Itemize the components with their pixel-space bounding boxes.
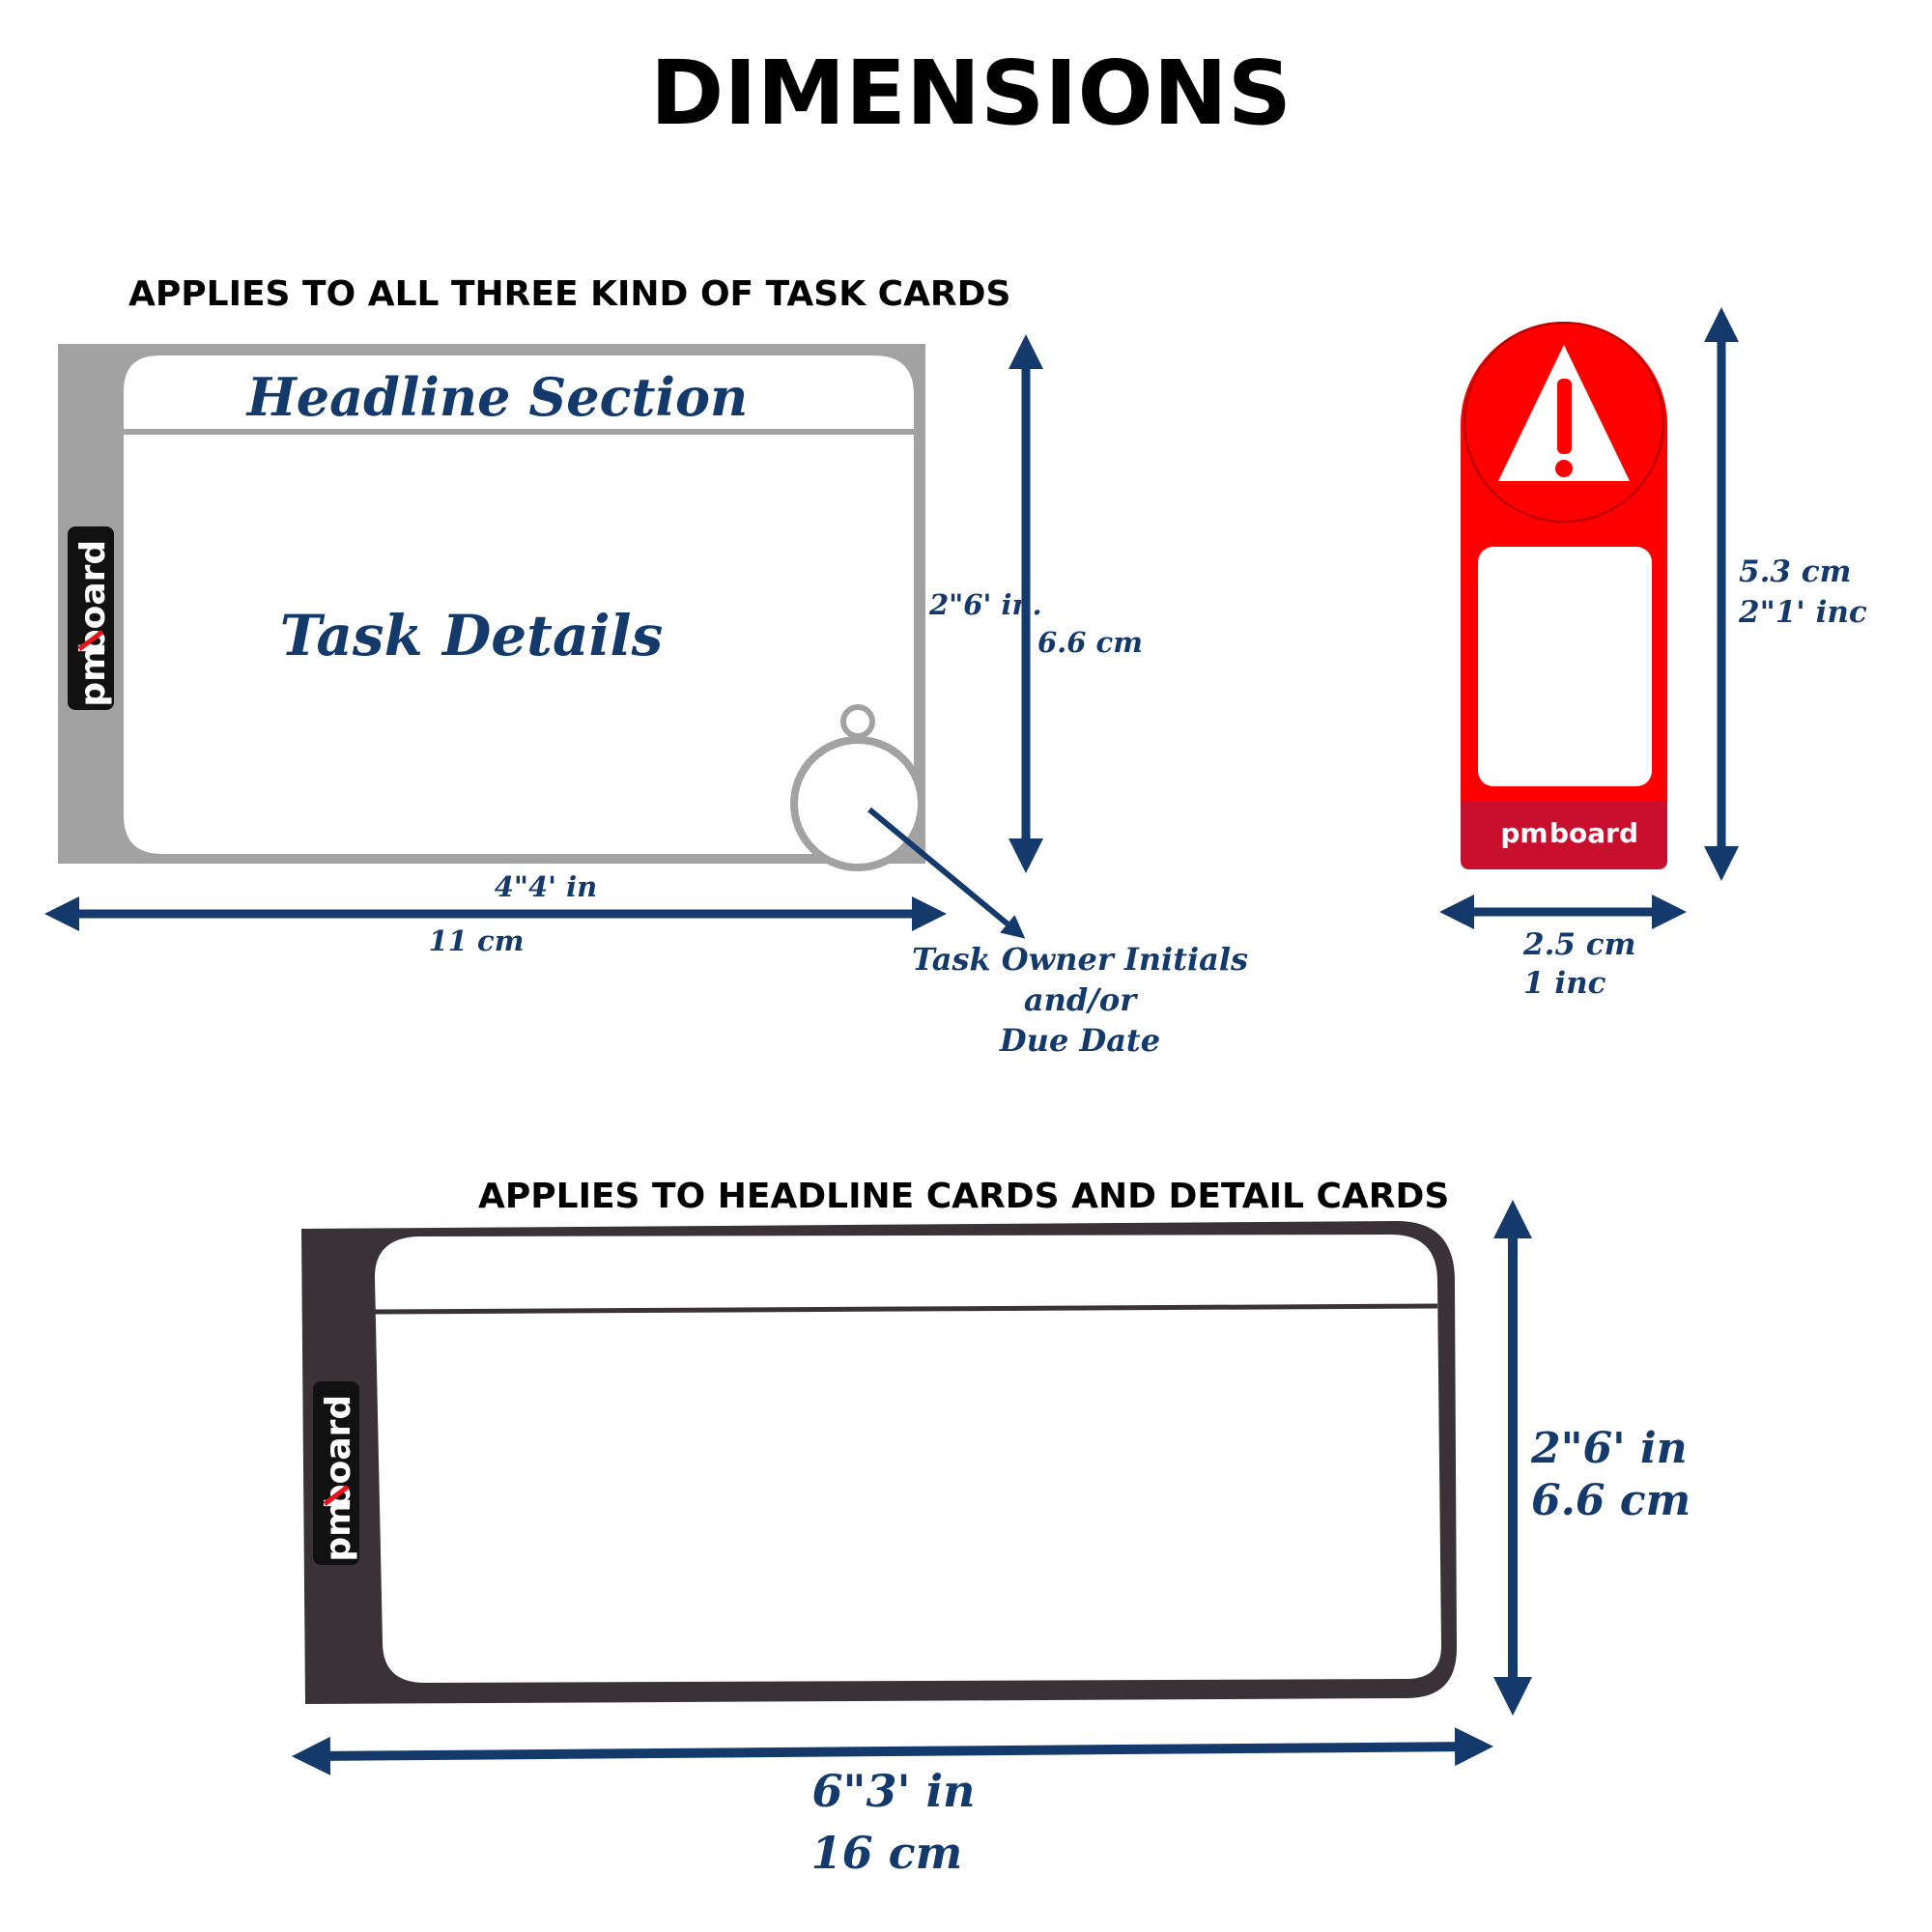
warning-card-height-in: 2"1' inc [1738,595,1867,630]
task-card-width-in: 4"4' in [495,870,598,903]
long-card-height-cm: 6.6 cm [1531,1476,1690,1525]
task-card-width-cm: 11 cm [429,924,525,957]
task-card-height-in: 2"6' in. [928,588,1042,621]
long-card-width-cm: 16 cm [811,1827,963,1879]
long-card-section: APPLIES TO HEADLINE CARDS AND DETAIL CAR… [292,1177,1690,1879]
long-card-brand-logo: pm board [313,1381,359,1565]
long-card-headline-divider [374,1303,1438,1315]
warning-card-width-cm: 2.5 cm [1522,927,1635,962]
long-card-height-in: 2"6' in [1530,1424,1688,1473]
task-card-height-cm: 6.6 cm [1037,626,1143,659]
owner-pointer-arrow [867,807,1026,939]
owner-label-line3: Due Date [999,1022,1160,1059]
warning-card-width-in: 1 inc [1523,966,1606,1001]
warning-card-cap-outline [1463,322,1664,523]
warning-brand-pm: pm [1500,817,1548,849]
warning-card: pm board [1461,322,1667,869]
owner-tag-ring [790,736,925,871]
long-card-face [375,1235,1441,1683]
warning-brand-board: board [1549,817,1638,849]
task-card-details-label: Task Details [280,603,664,668]
warning-triangle-icon [1498,345,1630,481]
page-title: DIMENSIONS [650,42,1292,145]
warning-card-height-cm: 5.3 cm [1739,554,1851,589]
long-brand-pm: pm [319,1500,358,1561]
task-card-headline-label: Headline Section [245,366,749,428]
warning-card-window [1478,547,1652,786]
task-card-section: APPLIES TO ALL THREE KIND OF TASK CARDS … [44,274,1248,1059]
warning-card-section: pm board 5.3 cm 2"1' inc 2.5 cm 1 inc [1439,307,1867,1001]
owner-label-line2: and/or [1024,981,1138,1018]
task-card-caption: APPLIES TO ALL THREE KIND OF TASK CARDS [128,274,1010,314]
brand-logo: pm board [68,526,114,710]
long-card-caption: APPLIES TO HEADLINE CARDS AND DETAIL CAR… [478,1177,1449,1216]
task-card-face [124,355,914,854]
owner-label-line1: Task Owner Initials [912,941,1248,978]
brand-pm: pm [73,645,113,706]
long-brand-board: board [319,1395,358,1509]
brand-board: board [73,540,113,654]
long-card: pm board [301,1221,1457,1704]
long-card-width-in: 6"3' in [812,1765,976,1817]
long-card-width-arrow [292,1727,1493,1776]
warning-card-footer [1461,802,1667,869]
task-card: Headline Section Task Details pm board [58,344,925,871]
